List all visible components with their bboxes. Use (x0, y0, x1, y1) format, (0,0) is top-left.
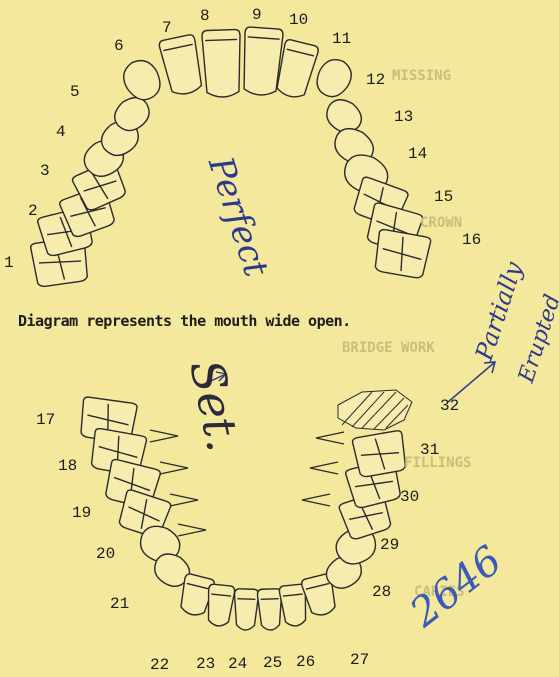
bleed-through-missing: MISSING (392, 68, 451, 84)
tooth-number-9: 9 (252, 7, 262, 23)
bleed-through-crown: CROWN (420, 215, 462, 231)
upper-tooth-outline (373, 229, 432, 279)
tooth-number-14: 14 (408, 146, 427, 162)
tooth-number-1: 1 (4, 255, 14, 271)
tooth-number-27: 27 (350, 652, 369, 668)
tooth-root-mark (170, 494, 198, 506)
tooth-number-19: 19 (72, 505, 91, 521)
tooth-root-mark (310, 462, 338, 474)
tooth-root-mark (150, 430, 178, 442)
tooth-number-20: 20 (96, 546, 115, 562)
arrow-to-partially-erupted (448, 362, 495, 402)
tooth-root-mark (302, 494, 330, 506)
tooth-number-29: 29 (380, 537, 399, 553)
lower-tooth-outline (352, 430, 408, 478)
tooth-number-6: 6 (114, 38, 124, 54)
tooth-number-26: 26 (296, 654, 315, 670)
tooth-number-31: 31 (420, 442, 439, 458)
tooth-number-30: 30 (400, 489, 419, 505)
upper-tooth-outline (158, 34, 205, 97)
upper-tooth-outline (311, 54, 358, 103)
tooth-number-13: 13 (394, 109, 413, 125)
lower-tooth-outline (257, 589, 282, 631)
tooth-number-21: 21 (110, 596, 129, 612)
tooth-number-23: 23 (196, 656, 215, 672)
tooth-number-12: 12 (366, 72, 385, 88)
tooth-root-mark (316, 432, 344, 444)
tooth-number-17: 17 (36, 412, 55, 428)
lower-tooth-outline (233, 589, 258, 631)
tooth-number-2: 2 (28, 203, 38, 219)
tooth-number-15: 15 (434, 189, 453, 205)
tooth-number-7: 7 (162, 20, 172, 36)
tooth-number-5: 5 (70, 84, 80, 100)
lower-tooth-outline (205, 584, 235, 627)
tooth-number-10: 10 (289, 12, 308, 28)
partially-erupted-hatch (338, 390, 412, 430)
tooth-root-mark (178, 524, 206, 536)
tooth-number-18: 18 (58, 458, 77, 474)
diagram-caption: Diagram represents the mouth wide open. (18, 312, 351, 330)
upper-tooth-outline (117, 54, 166, 106)
tooth-number-28: 28 (372, 584, 391, 600)
tooth-number-4: 4 (56, 124, 66, 140)
tooth-number-24: 24 (228, 656, 247, 672)
tooth-number-11: 11 (332, 31, 351, 47)
tooth-root-mark (160, 462, 188, 474)
upper-tooth-outline (202, 29, 242, 97)
tooth-number-16: 16 (462, 232, 481, 248)
tooth-number-32: 32 (440, 398, 459, 414)
bleed-through-bridge: BRIDGE WORK (342, 340, 435, 356)
tooth-number-3: 3 (40, 163, 50, 179)
tooth-number-8: 8 (200, 8, 210, 24)
tooth-number-25: 25 (263, 655, 282, 671)
tooth-number-22: 22 (150, 657, 169, 673)
